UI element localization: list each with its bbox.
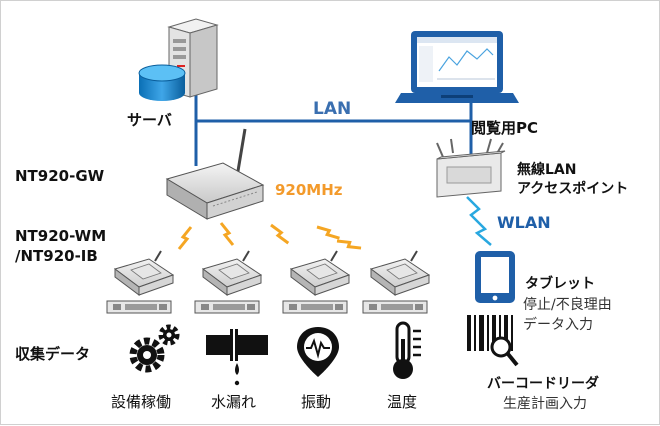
thermometer-icon [393,321,421,379]
collected-data-label: 収集データ [15,345,91,363]
barcode-reader-description: 生産計画入力 [503,396,587,412]
wlan-label: WLAN [497,213,551,232]
barcode-reader-label: バーコードリーダ [487,376,599,392]
lan-connection-lines [194,91,473,166]
data-item-label-temperature: 温度 [387,393,418,411]
database-icon [138,64,186,101]
gateway-label: NT920-GW [15,167,105,185]
access-point-icon [436,138,506,198]
data-item-label-vibration: 振動 [301,393,332,411]
tablet-description-line1: 停止/不良理由 [523,297,612,313]
access-point-label-line2: アクセスポイント [517,181,629,197]
tablet-icon [475,251,515,303]
pipe-leak-icon [206,329,268,386]
radio-lightning-bolts [177,218,363,259]
vibration-pin-icon [297,327,339,377]
server-label: サーバ [127,111,172,129]
tablet-description-line2: データ入力 [523,317,593,333]
node-label-line1: NT920-WM [15,227,107,245]
node-label-line2: /NT920-IB [15,247,98,265]
laptop-icon [395,31,519,103]
barcode-reader-icon [467,315,519,367]
gears-icon [129,324,180,373]
wlan-zigzag [466,196,492,246]
access-point-label-line1: 無線LAN [517,162,577,178]
tablet-label: タブレット [525,276,595,292]
data-item-label-leak: 水漏れ [211,393,257,411]
sensor-node-3-icon [282,250,350,314]
lan-label: LAN [313,99,352,119]
sensor-node-1-icon [106,250,174,314]
pc-label: 閲覧用PC [471,119,539,137]
frequency-label: 920MHz [275,181,343,199]
sensor-node-4-icon [362,250,430,314]
data-item-label-operation: 設備稼働 [111,393,172,411]
gateway-icon [165,128,265,220]
sensor-node-2-icon [194,250,262,314]
